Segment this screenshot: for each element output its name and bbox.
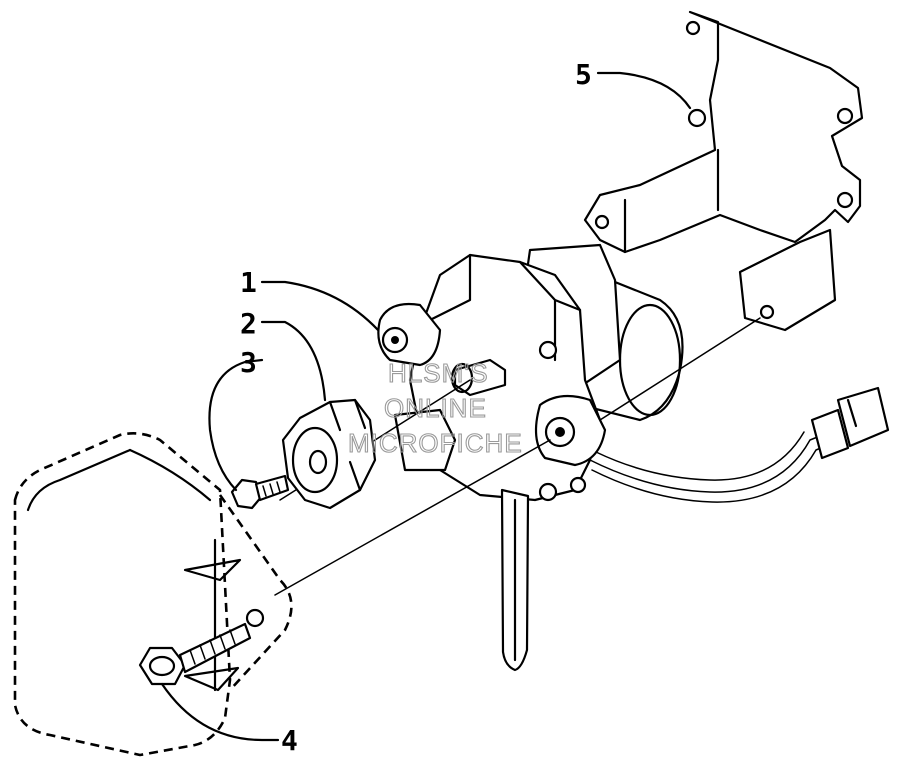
mounting-bracket	[583, 10, 864, 332]
callout-label-4: 4	[281, 724, 298, 757]
leader-4	[160, 682, 280, 742]
callout-leaders	[160, 71, 692, 742]
callout-label-5: 5	[575, 58, 592, 91]
leader-2	[260, 320, 327, 402]
callout-label-1: 1	[240, 266, 257, 299]
callout-numbers: 1 2 3 4 5	[240, 58, 592, 757]
watermark-line-1: HLSM'S	[388, 358, 489, 388]
callout-label-2: 2	[240, 307, 257, 340]
watermark-line-2: ONLINE	[384, 393, 487, 423]
leader-1	[260, 280, 380, 332]
wire-harness	[589, 386, 890, 503]
small-bolt	[230, 474, 290, 510]
leader-5	[596, 71, 692, 110]
leader-3	[208, 358, 264, 492]
cover-box	[13, 432, 293, 757]
coupler	[281, 398, 377, 510]
long-bolt	[138, 608, 265, 686]
watermark-line-3: MICROFICHE	[348, 428, 523, 458]
callout-label-3: 3	[240, 346, 257, 379]
main-assembly	[377, 243, 684, 672]
watermark: HLSM'S ONLINE MICROFICHE	[347, 357, 523, 458]
